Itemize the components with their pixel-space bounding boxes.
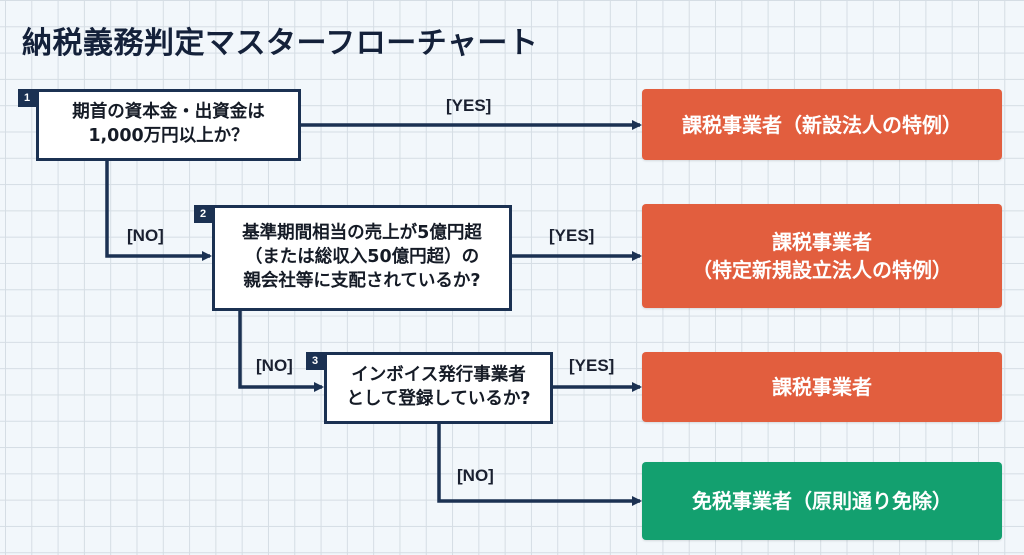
question-box-1[interactable]: 期首の資本金・出資金は 1,000万円以上か？	[36, 89, 301, 161]
question-text-line: 期首の資本金・出資金は	[72, 102, 265, 123]
result-text-line: （特定新規設立法人の特例）	[692, 258, 952, 282]
question-text-line: 基準期間相当の売上が5億円超	[242, 223, 482, 244]
result-text-line: 課税事業者	[772, 230, 872, 254]
edge-label-q2-no: [NO]	[256, 356, 293, 375]
arrow-q2-no	[238, 310, 324, 392]
question-number-badge: 2	[194, 205, 212, 223]
question-text-line: として登録しているか?	[346, 389, 531, 409]
result-text-line: 免税事業者（原則通り免除）	[692, 489, 952, 513]
question-text-line: 1,000万円以上か？	[88, 126, 249, 146]
result-taxable-specified-new-corporation[interactable]: 課税事業者 （特定新規設立法人の特例）	[642, 204, 1002, 308]
result-text-line: 課税事業者	[772, 375, 872, 399]
edge-label-q1-yes: [YES]	[446, 96, 492, 115]
question-number-badge: 1	[18, 89, 36, 107]
question-text-line: （または総収入50億円超）の	[244, 247, 480, 268]
result-taxable[interactable]: 課税事業者	[642, 352, 1002, 422]
edge-label-q1-no: [NO]	[127, 226, 164, 245]
question-box-2[interactable]: 基準期間相当の売上が5億円超 （または総収入50億円超）の 親会社等に支配されて…	[212, 205, 512, 311]
edge-label-q3-yes: [YES]	[569, 356, 615, 375]
question-number-badge: 3	[306, 352, 324, 370]
result-text-line: 課税事業者（新設法人の特例）	[682, 112, 962, 137]
result-taxable-new-corporation[interactable]: 課税事業者（新設法人の特例）	[642, 89, 1002, 160]
question-text-line: 親会社等に支配されているか?	[243, 270, 481, 291]
edge-label-q2-yes: [YES]	[549, 226, 595, 245]
arrow-q3-no	[437, 423, 642, 506]
question-box-3[interactable]: インボイス発行事業者 として登録しているか?	[324, 352, 553, 424]
edge-label-q3-no: [NO]	[457, 466, 494, 485]
question-text-line: インボイス発行事業者	[351, 365, 526, 386]
page-title: 納税義務判定マスターフローチャート	[22, 26, 539, 61]
result-exempt[interactable]: 免税事業者（原則通り免除）	[642, 462, 1002, 540]
arrow-q1-no	[105, 160, 212, 261]
